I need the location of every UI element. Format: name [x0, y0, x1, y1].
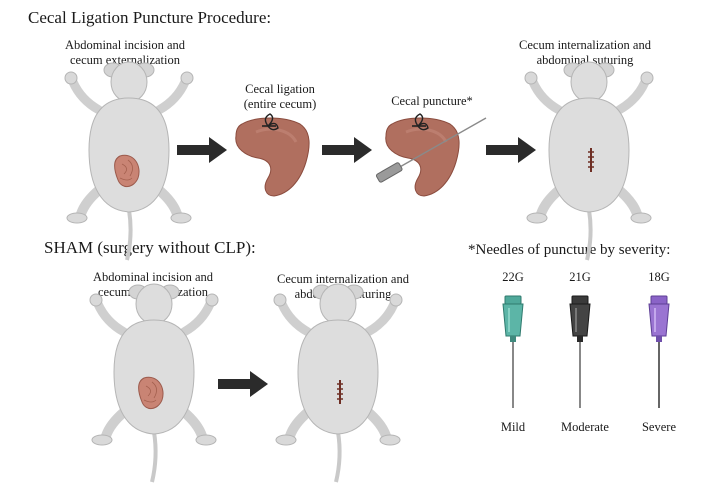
mouse-clp-step4: [525, 62, 653, 260]
severity-mild: Mild: [500, 420, 526, 434]
mouse-sham-step2: [274, 284, 402, 482]
arrow-icon: [322, 137, 372, 163]
clp-step3-label: Cecal puncture*: [391, 94, 473, 108]
needle-gauge-18g: 18G: [648, 270, 670, 284]
ligature-icon: [262, 113, 279, 131]
arrow-icon: [218, 371, 268, 397]
arrow-icon: [177, 137, 227, 163]
severity-severe: Severe: [641, 420, 676, 434]
severity-moderate: Moderate: [561, 420, 609, 434]
needle-22g-icon: [502, 295, 524, 408]
arrow-icon: [486, 137, 536, 163]
needles-title: *Needles of puncture by severity:: [468, 242, 671, 258]
clp-title: Cecal Ligation Puncture Procedure:: [28, 8, 272, 27]
puncture-needle-icon: [375, 117, 487, 183]
clp-step2-label: Cecal ligation(entire cecum): [243, 82, 317, 111]
needle-gauge-21g: 21G: [569, 270, 591, 284]
ligature-icon: [412, 113, 429, 131]
sham-title: SHAM (surgery without CLP):: [44, 238, 256, 257]
needle-gauge-22g: 22G: [502, 270, 524, 284]
needle-18g-icon: [648, 295, 670, 408]
needle-21g-icon: [569, 295, 591, 408]
